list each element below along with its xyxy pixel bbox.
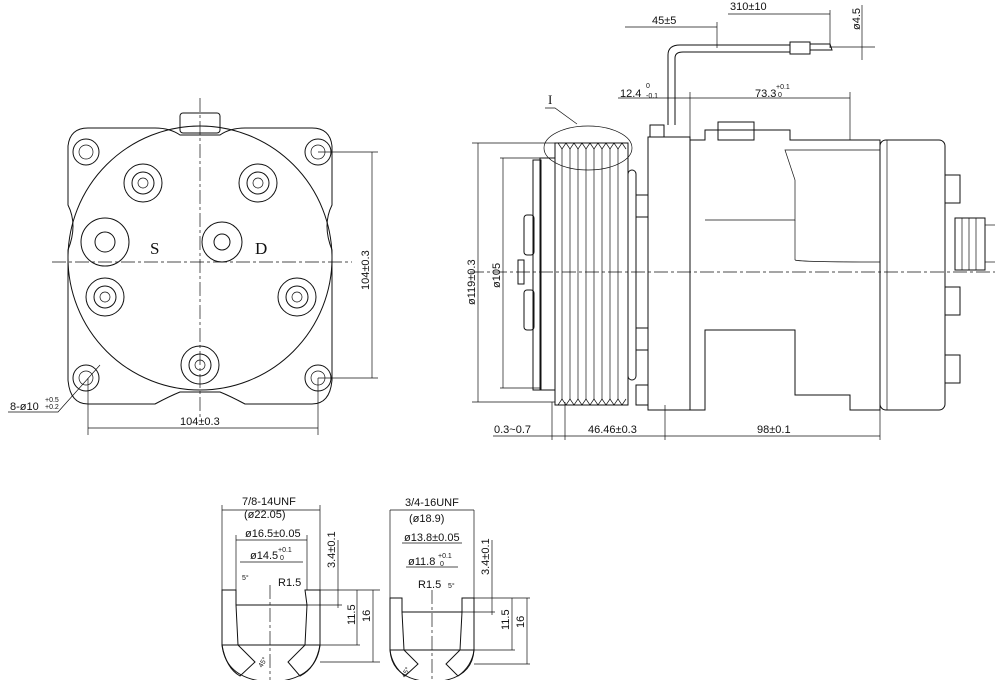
front-tol-lower: -0.1	[646, 93, 658, 100]
rear-head	[879, 139, 946, 411]
depth-inner: 11.5	[500, 609, 512, 630]
inner-dia: ø11.8	[408, 556, 435, 568]
rear-fittings	[944, 174, 995, 384]
radius-label: R1.5	[278, 577, 301, 589]
bolts	[85, 163, 317, 385]
hole-dim: 8-ø10	[10, 401, 39, 413]
rear-length-dim: 98±0.1	[757, 424, 791, 436]
wire-lead	[649, 41, 875, 138]
angle-chamfer: 45°	[257, 656, 269, 669]
inner-dia: ø14.5	[250, 550, 278, 562]
depth-total: 16	[361, 610, 373, 622]
body-dim: 73.3	[755, 88, 776, 100]
gap-dim: 0.3~0.7	[494, 424, 531, 436]
pulley	[554, 142, 637, 406]
major-dia: (ø18.9)	[409, 513, 444, 525]
inner-tol-upper: +0.1	[438, 553, 452, 560]
inner-tol-lower: 0	[440, 561, 444, 568]
pulley-dia-dim: ø119±0.3	[466, 259, 478, 305]
bore-dia: ø13.8±0.05	[404, 532, 460, 544]
radius-label: R1.5	[418, 579, 441, 591]
suction-label: S	[150, 239, 159, 258]
thread-label: 7/8-14UNF	[242, 496, 296, 508]
body-tol-upper: +0.1	[776, 84, 790, 91]
front-view: S D 104±0.3 104±0.3 8-ø10 +0.5 +0.2	[8, 98, 378, 435]
side-view: I	[466, 1, 995, 440]
width-dim: 104±0.3	[180, 416, 220, 428]
depth-step: 3.4±0.1	[480, 538, 492, 575]
angle-small: 5°	[242, 574, 249, 582]
plate-dia-dim: ø105	[491, 263, 503, 288]
bore-dia: ø16.5±0.05	[245, 528, 301, 540]
angle-small: 5°	[448, 582, 455, 590]
wire-offset-dim: 45±5	[652, 15, 676, 27]
inner-tol-upper: +0.1	[278, 547, 292, 554]
angle-chamfer: 45°	[400, 666, 412, 679]
port-detail-discharge: 3/4-16UNF (ø18.9) ø13.8±0.05 ø11.8 +0.1 …	[389, 497, 530, 680]
major-dia: (ø22.05)	[244, 509, 286, 521]
inner-tol-lower: 0	[280, 555, 284, 562]
hole-tol-lower: +0.2	[45, 404, 59, 411]
height-dim: 104±0.3	[360, 250, 372, 290]
top-bolt	[717, 121, 755, 141]
flange-outline	[67, 127, 333, 405]
wire-length-dim: 310±10	[730, 1, 767, 13]
discharge-port	[201, 221, 243, 263]
wire-dia-dim: ø4.5	[851, 8, 863, 30]
depth-step: 3.4±0.1	[326, 531, 338, 568]
clutch-plate	[539, 157, 556, 391]
detail-label: I	[548, 92, 552, 107]
front-housing	[647, 136, 691, 411]
suction-port	[80, 217, 130, 267]
body-tol-lower: 0	[778, 92, 782, 99]
body-circle	[67, 125, 333, 391]
depth-inner: 11.5	[346, 604, 358, 625]
thread-label: 3/4-16UNF	[405, 497, 459, 509]
front-tol-upper: 0	[646, 83, 650, 90]
front-dim: 12.4	[620, 88, 641, 100]
compressor-body	[689, 129, 881, 411]
pulley-width-dim: 46.46±0.3	[588, 424, 637, 436]
detail-circle	[543, 125, 633, 171]
hole-tol-upper: +0.5	[45, 397, 59, 404]
depth-total: 16	[515, 616, 527, 628]
port-detail-suction: 7/8-14UNF (ø22.05) ø16.5±0.05 ø14.5 +0.1…	[221, 496, 380, 680]
discharge-label: D	[255, 239, 267, 258]
